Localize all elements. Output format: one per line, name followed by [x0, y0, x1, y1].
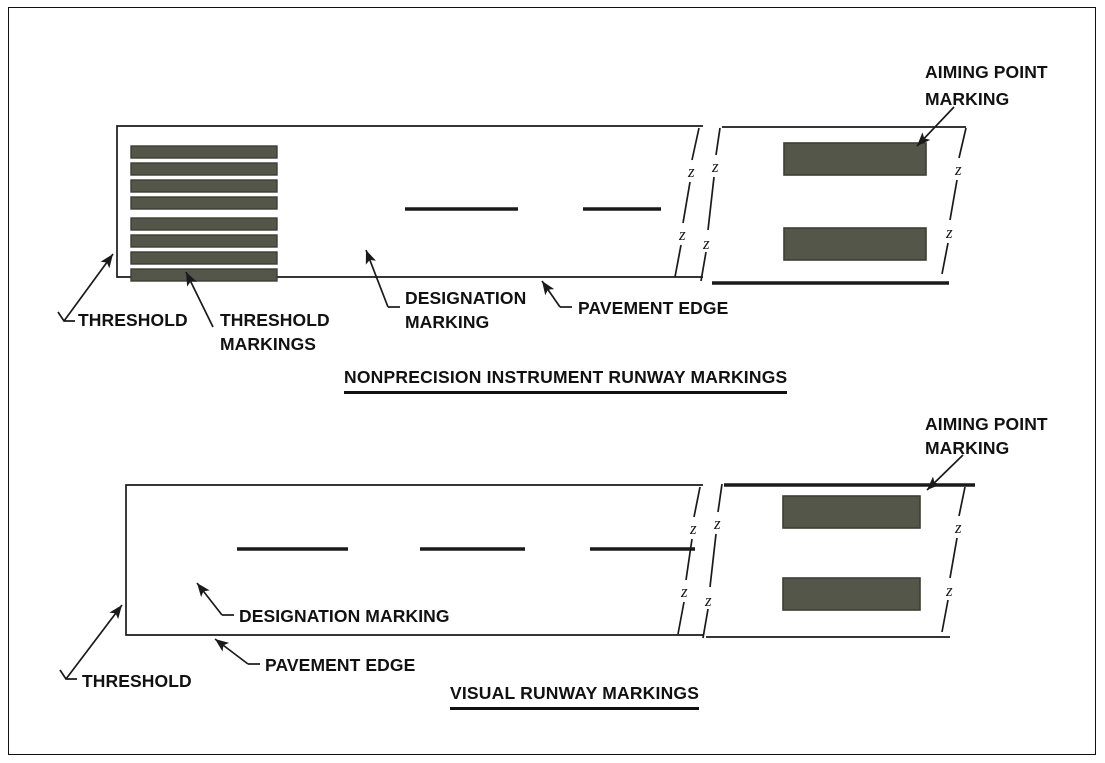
visual-break-symbol-left: z z: [677, 486, 701, 635]
nonprecision-threshold-markings-group-2: [130, 217, 278, 282]
nonprecision-designation-leader: [365, 249, 400, 308]
nonprecision-aiming-point-markings: [783, 142, 927, 261]
visual-runway-body: [125, 484, 703, 636]
nonprecision-aiming-point-label-line2: MARKING: [925, 89, 1010, 109]
visual-aiming-point-leader: [926, 454, 964, 491]
visual-threshold-label: THRESHOLD: [82, 671, 192, 691]
svg-text:z: z: [702, 234, 710, 253]
nonprecision-pavement-edge-label: PAVEMENT EDGE: [578, 298, 729, 318]
nonprecision-diagram-title: NONPRECISION INSTRUMENT RUNWAY MARKINGS: [344, 367, 788, 394]
nonprecision-threshold-markings-group-1: [130, 145, 278, 210]
nonprecision-break-symbol-right-inner: z z: [700, 127, 721, 282]
nonprecision-threshold-label: THRESHOLD: [78, 310, 188, 330]
nonprecision-aiming-point-label-line1: AIMING POINT: [925, 62, 1048, 82]
svg-text:z: z: [954, 160, 962, 179]
visual-break-symbol-right-inner: z z: [702, 483, 723, 639]
nonprecision-threshold-markings-label-line1: THRESHOLD: [220, 310, 330, 330]
visual-designation-leader: [196, 582, 234, 616]
svg-text:z: z: [713, 514, 721, 533]
svg-text:z: z: [954, 518, 962, 537]
nonprecision-aiming-point-leader: [916, 106, 955, 147]
visual-aiming-point-markings: [782, 495, 921, 611]
visual-designation-label: DESIGNATION MARKING: [239, 606, 450, 626]
nonprecision-pavement-edge-leader: [541, 280, 572, 308]
visual-threshold-leader: [59, 604, 123, 680]
visual-aiming-point-label-line1: AIMING POINT: [925, 414, 1048, 434]
svg-text:z: z: [704, 591, 712, 610]
visual-aiming-point-label-line2: MARKING: [925, 438, 1010, 458]
nonprecision-break-symbol-left: z z: [674, 127, 700, 278]
nonprecision-runway-body: [116, 125, 703, 278]
svg-text:z: z: [687, 162, 695, 181]
visual-break-symbol-right-outer: z z: [941, 486, 966, 633]
nonprecision-break-symbol-right-outer: z z: [941, 127, 967, 275]
nonprecision-designation-label-line2: MARKING: [405, 312, 490, 332]
nonprecision-designation-label-line1: DESIGNATION: [405, 288, 527, 308]
nonprecision-threshold-markings-label-line2: MARKINGS: [220, 334, 317, 354]
svg-text:z: z: [711, 157, 719, 176]
svg-text:z: z: [689, 519, 697, 538]
visual-pavement-edge-leader: [214, 638, 260, 665]
nonprecision-aiming-zone-outline: [712, 126, 966, 285]
nonprecision-threshold-leader: [57, 253, 114, 322]
svg-text:z: z: [680, 582, 688, 601]
svg-text:z: z: [945, 223, 953, 242]
visual-pavement-edge-label: PAVEMENT EDGE: [265, 655, 416, 675]
nonprecision-threshold-markings-leader: [185, 271, 214, 328]
svg-text:z: z: [678, 225, 686, 244]
svg-text:z: z: [945, 581, 953, 600]
visual-diagram-title: VISUAL RUNWAY MARKINGS: [450, 683, 700, 710]
figure-border: [8, 7, 1096, 755]
